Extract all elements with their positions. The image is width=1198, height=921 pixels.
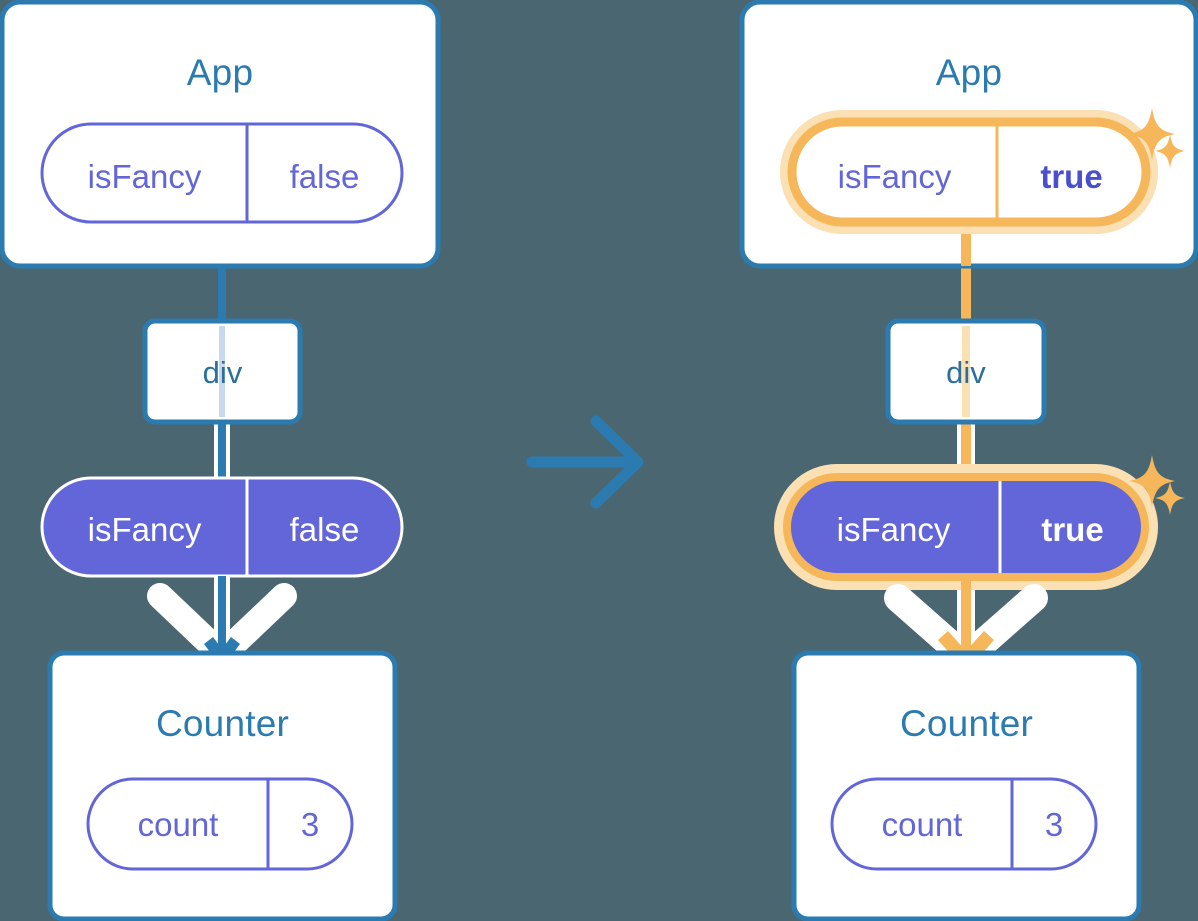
sparkle-large-prop (1129, 455, 1175, 507)
sparkle-small-prop (1155, 481, 1185, 515)
sparkle-large-app (1129, 108, 1175, 160)
prop-pill-before (40, 476, 404, 578)
prop-pill-after (774, 464, 1158, 590)
counter-state-pill-before (86, 777, 354, 871)
counter-state-pill-after (830, 777, 1098, 871)
panel-before (0, 0, 441, 921)
transition-arrow (526, 415, 644, 509)
app-state-pill-after (780, 110, 1158, 234)
panel-after (739, 0, 1198, 921)
sparkle-small-app (1155, 134, 1185, 168)
app-state-pill-before (40, 122, 404, 224)
